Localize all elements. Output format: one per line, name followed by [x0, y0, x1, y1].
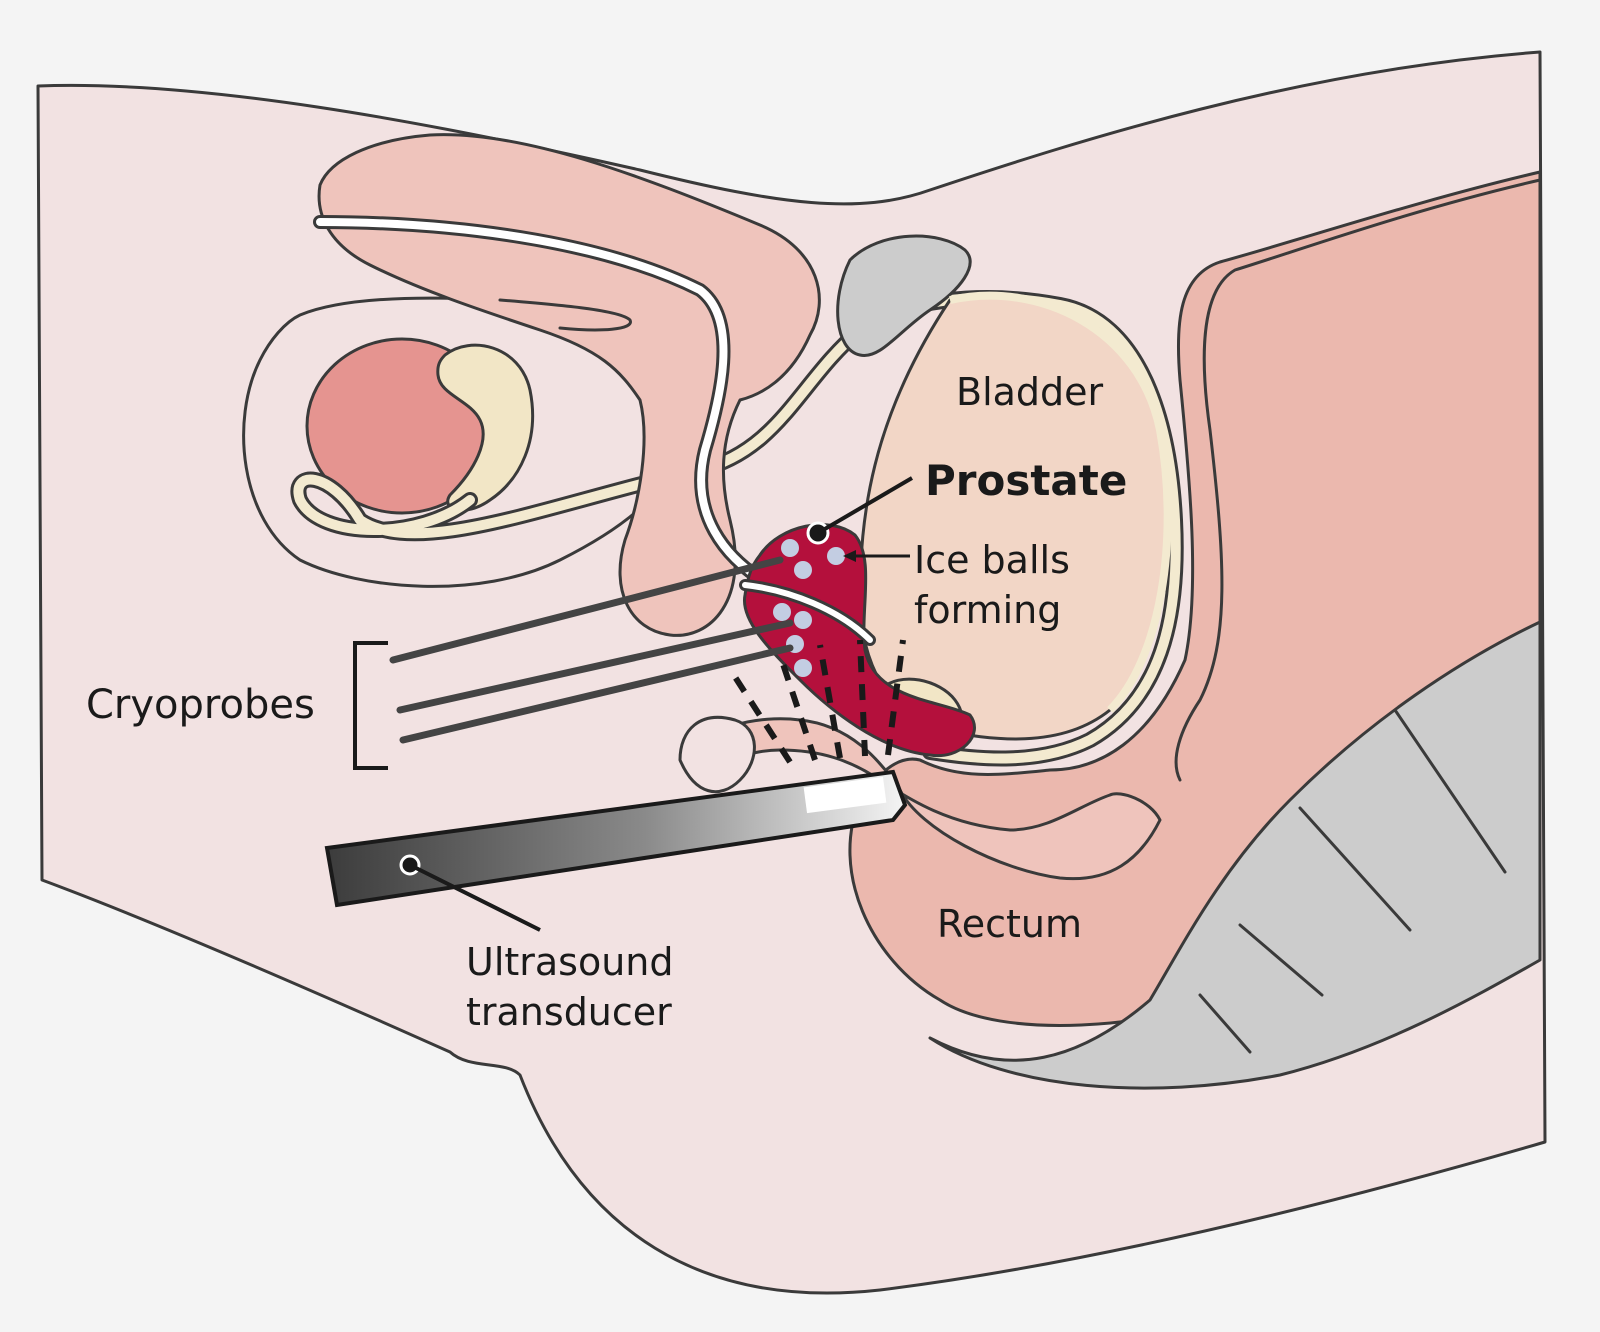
perineum-tissue [688, 717, 1162, 881]
label-cryoprobes: Cryoprobes [86, 682, 315, 728]
pubic-bone [836, 234, 972, 357]
label-ultrasound-line1: Ultrasound [466, 940, 674, 984]
penis [317, 133, 821, 637]
ice-ball [827, 547, 845, 565]
beam-line [777, 654, 818, 761]
cryoprobes-bracket [353, 641, 388, 770]
rectum-wall [1174, 178, 1542, 782]
ice-ball [794, 611, 812, 629]
transducer-body [324, 769, 908, 908]
label-ice-balls-line1: Ice balls [914, 538, 1070, 582]
sacrum-segment-line [1393, 708, 1507, 874]
ice-ball [794, 659, 812, 677]
label-bladder: Bladder [956, 370, 1104, 414]
sacrum-segment-line [1198, 993, 1252, 1054]
cryoprobes [389, 556, 794, 744]
prostatic-urethra-fill [742, 582, 873, 643]
bladder-wall [949, 291, 1172, 713]
prostate-pointer-line [816, 476, 914, 535]
sacrum-segment-line [1298, 806, 1412, 932]
cryoprobe [389, 556, 784, 664]
epididymis [436, 343, 535, 512]
label-rectum: Rectum [937, 902, 1082, 946]
ice-ball [794, 561, 812, 579]
perineal-body [678, 715, 756, 794]
label-ice-balls-line2: forming [914, 588, 1061, 632]
beam-line [885, 639, 906, 756]
ice-ball [773, 603, 791, 621]
penis-inner-line [498, 298, 632, 332]
transducer-window [803, 776, 887, 814]
beam-line [817, 644, 843, 759]
sacrum-segment-line [1238, 923, 1324, 997]
ultrasound-beam [732, 639, 906, 764]
sacrum [928, 620, 1542, 1090]
transducer-pointer-line [409, 863, 541, 932]
ice-ball [781, 539, 799, 557]
label-ultrasound-line2: transducer [466, 990, 672, 1034]
label-prostate: Prostate [925, 456, 1127, 505]
beam-line [857, 639, 868, 757]
beam-line [732, 675, 793, 764]
cryoprobe [399, 644, 794, 744]
ice-balls-pointer-arrow [843, 550, 856, 562]
cryoprobe [396, 619, 794, 714]
ultrasound-transducer [324, 769, 908, 932]
